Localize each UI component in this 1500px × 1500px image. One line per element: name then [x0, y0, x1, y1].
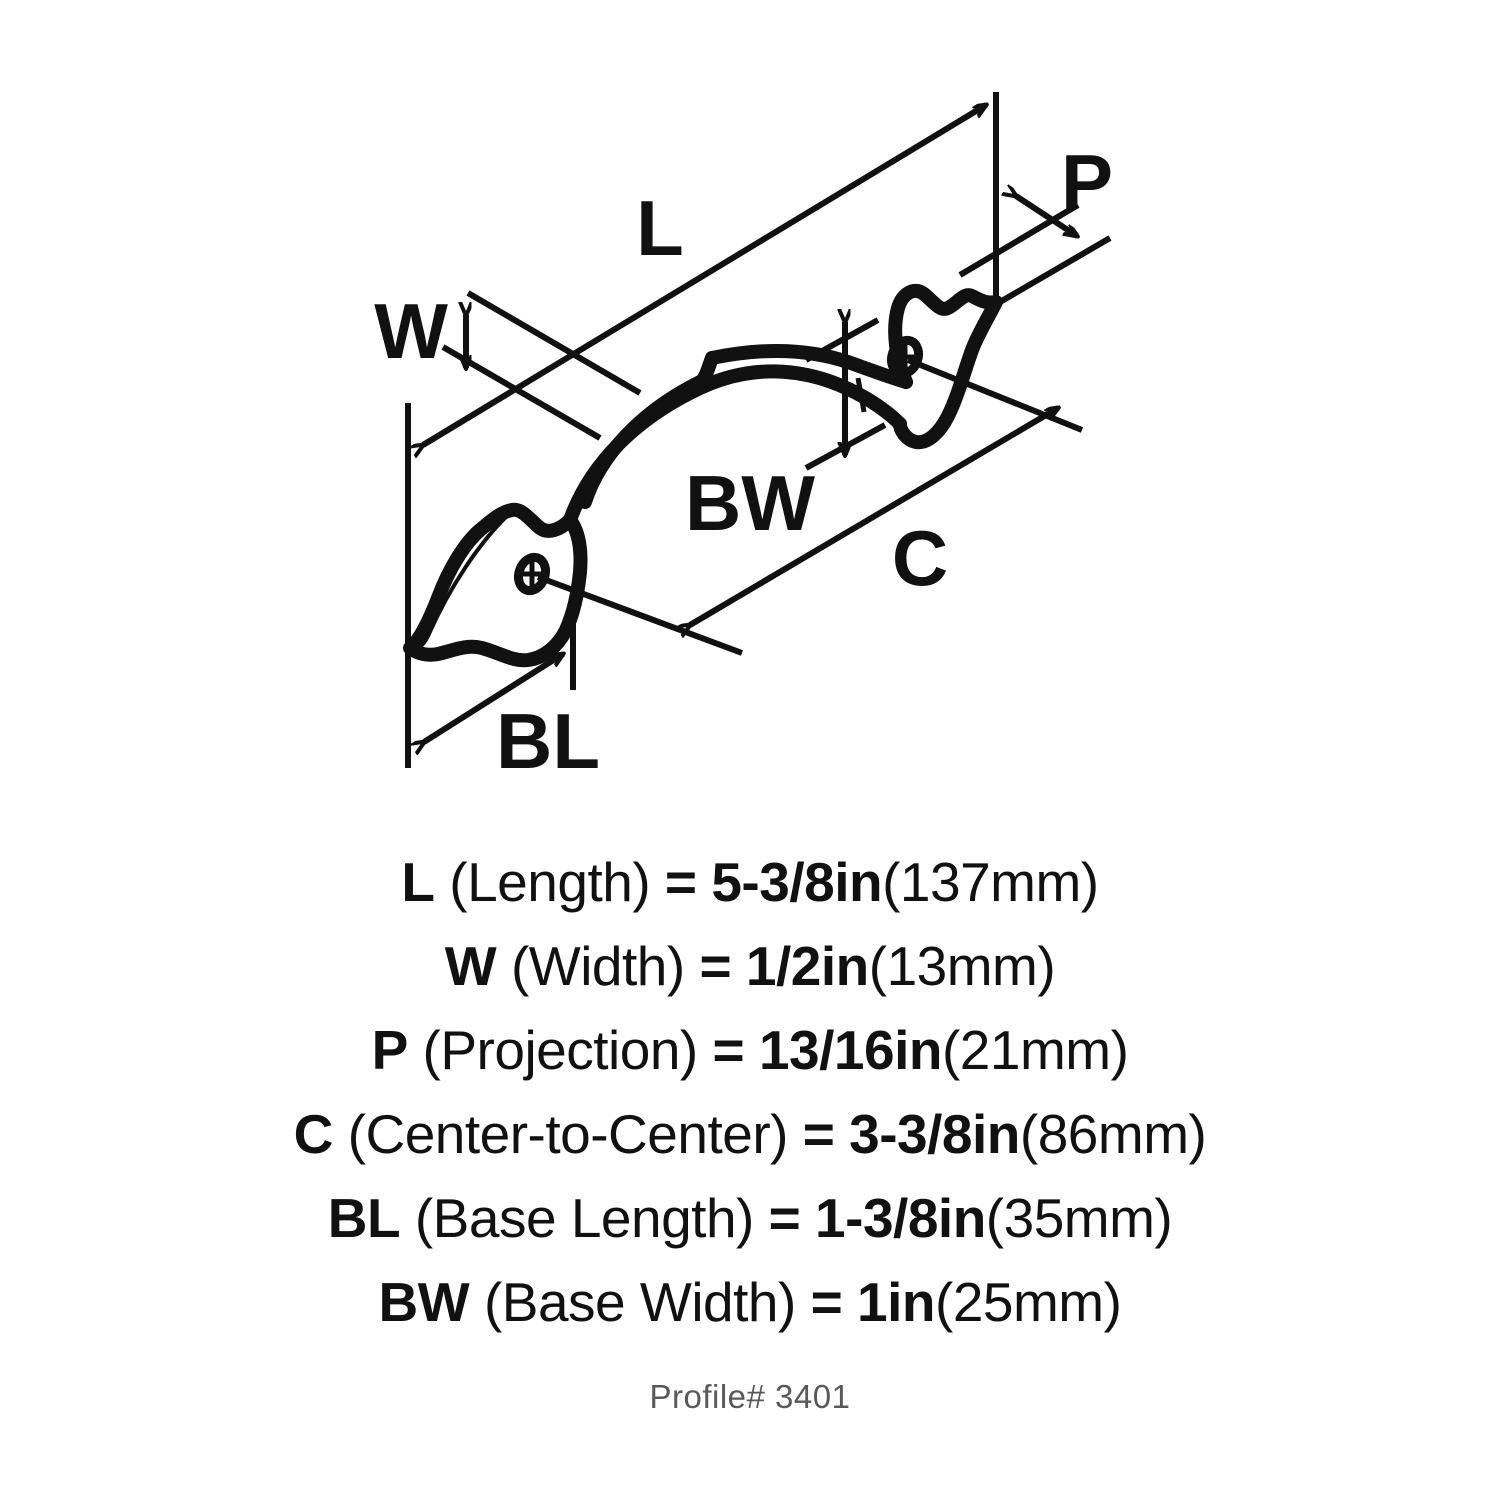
screw-hole-right-icon: [886, 335, 924, 379]
profile-number: Profile# 3401: [649, 1378, 851, 1415]
spec-value-center-to-center: 3-3/8in: [849, 1103, 1020, 1165]
screw-hole-left-icon: [513, 552, 551, 596]
spec-equals-length: =: [664, 851, 697, 913]
specification-list: L (Length) = 5-3/8in(137mm) W (Width) = …: [0, 840, 1500, 1370]
spec-value-projection: 13/16in: [758, 1019, 943, 1081]
spec-equals-projection: =: [712, 1019, 745, 1081]
spec-key-base-width: BW: [378, 1271, 470, 1333]
spec-name-length: (Length): [449, 851, 651, 913]
spec-row-center-to-center: C (Center-to-Center) = 3-3/8in(86mm): [0, 1092, 1500, 1176]
spec-name-projection: (Projection): [422, 1019, 699, 1081]
spec-row-base-width: BW (Base Width) = 1in(25mm): [0, 1260, 1500, 1344]
spec-name-width: (Width): [510, 935, 685, 997]
label-projection: P: [1061, 138, 1113, 226]
spec-value-width: 1/2in: [745, 935, 869, 997]
spec-key-center-to-center: C: [293, 1103, 334, 1165]
dimension-line-center-to-center: [690, 405, 1058, 625]
handle-bar-highlight: [576, 384, 704, 514]
spec-value-base-length: 1-3/8in: [815, 1187, 986, 1249]
spec-metric-width: (13mm): [868, 935, 1056, 997]
spec-row-width: W (Width) = 1/2in(13mm): [0, 924, 1500, 1008]
spec-metric-length: (137mm): [882, 851, 1099, 913]
handle-base-left-highlight: [410, 513, 510, 651]
dimension-line-base-length: [424, 654, 563, 742]
spec-row-projection: P (Projection) = 13/16in(21mm): [0, 1008, 1500, 1092]
spec-equals-width: =: [699, 935, 732, 997]
spec-metric-base-length: (35mm): [985, 1187, 1173, 1249]
spec-equals-base-length: =: [768, 1187, 801, 1249]
spec-key-base-length: BL: [327, 1187, 401, 1249]
dimension-line-length: [423, 102, 986, 445]
spec-key-projection: P: [371, 1019, 409, 1081]
label-base-width: BW: [685, 459, 815, 547]
handle-base-left-outline: [403, 502, 588, 668]
spec-equals-center-to-center: =: [802, 1103, 835, 1165]
label-center-to-center: C: [892, 514, 948, 602]
handle-base-right-outline: [888, 283, 1003, 450]
spec-row-length: L (Length) = 5-3/8in(137mm): [0, 840, 1500, 924]
spec-metric-projection: (21mm): [941, 1019, 1129, 1081]
spec-value-base-width: 1in: [857, 1271, 935, 1333]
handle-bar-top-edge: [705, 343, 913, 389]
spec-metric-center-to-center: (86mm): [1019, 1103, 1207, 1165]
dimension-line-projection: [1016, 196, 1077, 236]
spec-name-center-to-center: (Center-to-Center): [347, 1103, 789, 1165]
spec-metric-base-width: (25mm): [935, 1271, 1122, 1333]
spec-name-base-length: (Base Length): [414, 1187, 755, 1249]
spec-row-base-length: BL (Base Length) = 1-3/8in(35mm): [0, 1176, 1500, 1260]
label-base-length: BL: [496, 697, 600, 785]
label-width: W: [374, 287, 448, 375]
spec-value-length: 5-3/8in: [711, 851, 883, 913]
spec-equals-base-width: =: [810, 1271, 843, 1333]
extension-line-p-lower: [998, 235, 1112, 305]
leader-line-c-right: [906, 357, 1084, 433]
product-dimension-drawing: L W P C BL BW: [374, 92, 1113, 785]
spec-key-length: L: [401, 851, 435, 913]
label-length: L: [636, 184, 684, 272]
spec-name-base-width: (Base Width): [483, 1271, 796, 1333]
spec-key-width: W: [444, 935, 497, 997]
